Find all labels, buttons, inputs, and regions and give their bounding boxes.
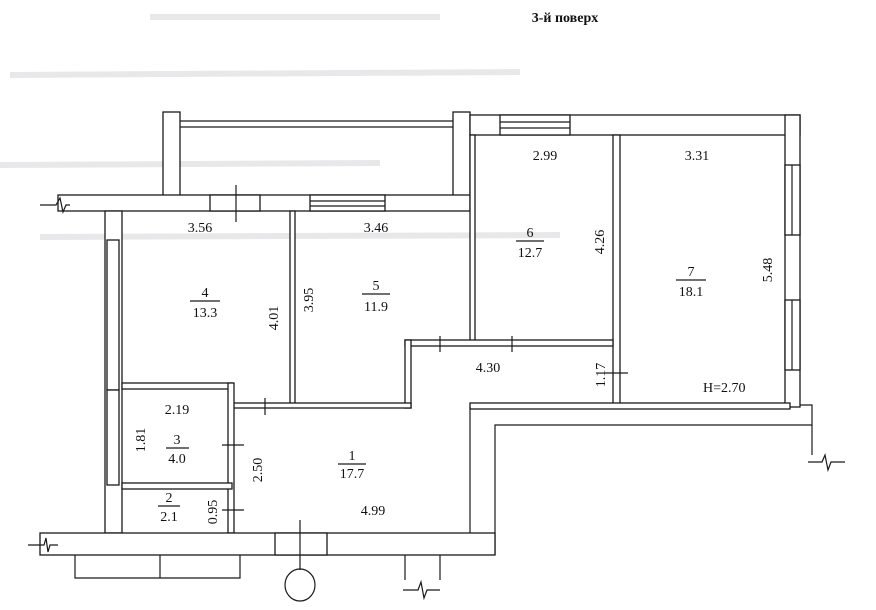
walls (28, 111, 845, 602)
wall-top-left (57, 194, 471, 212)
svg-text:17.7: 17.7 (340, 467, 365, 482)
dim-room6-width: 2.99 (533, 149, 558, 164)
dim-room5-width: 3.46 (364, 221, 389, 236)
dim-room5-depth: 3.95 (302, 288, 317, 313)
svg-text:13.3: 13.3 (193, 306, 218, 321)
svg-text:2.1: 2.1 (160, 510, 178, 525)
svg-text:2: 2 (166, 491, 173, 506)
room-4-label: 413.3 (190, 286, 220, 321)
dim-room2-depth: 0.95 (206, 500, 221, 525)
svg-text:5: 5 (373, 279, 380, 294)
svg-text:12.7: 12.7 (518, 246, 543, 261)
room-labels: 117.7 22.1 34.0 413.3 511.9 612.7 718.1 … (158, 226, 746, 525)
window-room6 (499, 114, 571, 136)
dim-room1-width: 4.99 (361, 504, 386, 519)
svg-text:7: 7 (688, 265, 695, 280)
column-marker (284, 568, 316, 602)
wall-5-bottom (231, 402, 412, 409)
svg-text:18.1: 18.1 (679, 285, 704, 300)
partition-5-6 (469, 134, 476, 344)
background-bleed-through (0, 14, 561, 240)
partition-4-5 (289, 210, 296, 408)
dim-room7-width: 3.31 (685, 149, 710, 164)
dim-room3-width: 2.19 (165, 403, 190, 418)
dim-room6-depth: 4.26 (593, 230, 608, 255)
room-6-label: 612.7 (516, 226, 544, 261)
svg-text:4.0: 4.0 (168, 452, 186, 467)
svg-text:6: 6 (527, 226, 534, 241)
svg-text:4: 4 (202, 286, 209, 301)
dim-room7-depth: 5.48 (761, 258, 776, 283)
room-7-label: 718.1 (676, 265, 706, 300)
window-room4 (209, 194, 261, 212)
room-3-label: 34.0 (166, 433, 189, 467)
dimensions: 3.56 3.46 2.99 3.31 4.01 3.95 4.26 5.48 … (134, 149, 776, 524)
ceiling-height: H=2.70 (703, 381, 746, 396)
wall-2-top (121, 482, 233, 490)
room-5-label: 511.9 (362, 279, 390, 315)
window-room5 (309, 194, 386, 212)
wall-6-bottom (404, 339, 614, 347)
dim-hall-depth: 1.17 (594, 363, 609, 388)
floor-title: 3-й поверх (532, 11, 599, 26)
entrance-door (274, 532, 328, 556)
dim-room4-width: 3.56 (188, 221, 213, 236)
balcony-post-left (162, 111, 181, 198)
svg-text:3: 3 (174, 433, 181, 448)
svg-text:1: 1 (349, 449, 356, 464)
dim-room1-depth: 2.50 (251, 458, 266, 483)
wall-5-corner (404, 339, 412, 409)
room-2-label: 22.1 (158, 491, 180, 525)
partition-6-7 (612, 134, 621, 408)
wall-3-top (121, 382, 233, 390)
dim-hall-width: 4.30 (476, 361, 501, 376)
wall-bottom (39, 532, 496, 556)
dim-room4-depth: 4.01 (267, 306, 282, 331)
svg-text:11.9: 11.9 (364, 300, 388, 315)
dim-room3-depth: 1.81 (134, 428, 149, 453)
wall-7-bottom (469, 402, 791, 410)
balcony-post-right (452, 111, 471, 198)
room-1-label: 117.7 (338, 449, 366, 482)
